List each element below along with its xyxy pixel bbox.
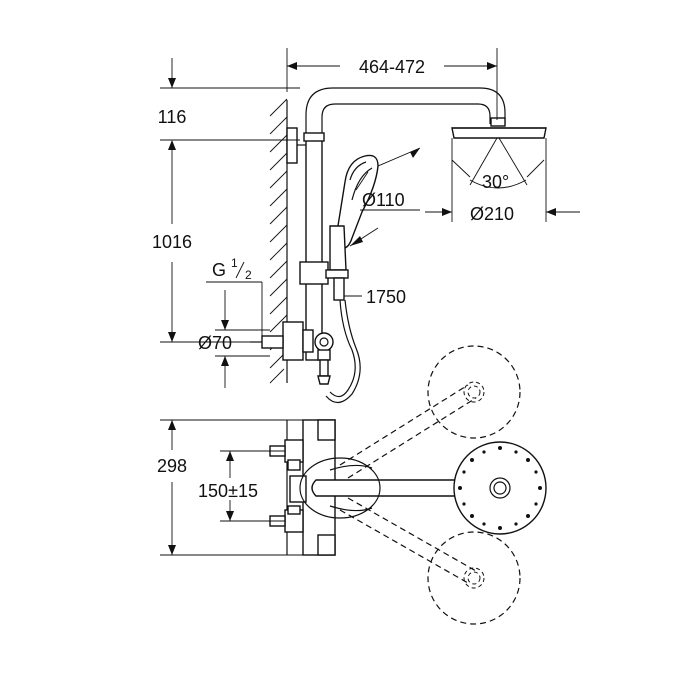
head-shower: [451, 117, 547, 139]
shower-system-side-view: [250, 87, 547, 404]
dimension-464-472: 464-472: [286, 48, 498, 120]
shower-system-top-view: [160, 345, 547, 625]
thermostat-mixer: [250, 321, 334, 385]
thread-label: G 1 2: [206, 256, 263, 336]
dim-150-label: 150±15: [198, 481, 258, 501]
dim-116-label: 116: [158, 107, 187, 127]
dim-298-label: 298: [157, 456, 187, 476]
slider: [299, 261, 329, 285]
shower-arm: [305, 87, 506, 140]
hose: [329, 299, 356, 398]
dim-angle-30-label: 30°: [482, 172, 509, 192]
wall-hatching: [269, 98, 288, 384]
dim-1750-label: 1750: [366, 287, 406, 307]
dimension-diam-110: Ø110: [349, 147, 421, 247]
wall-bracket-top: [286, 127, 298, 164]
dimension-diam-70: Ø70: [198, 290, 270, 388]
head-shower-top: [453, 441, 547, 535]
dim-diam-210-label: Ø210: [470, 204, 514, 224]
swivel-positions: [339, 345, 521, 625]
dimension-hose-1750: 1750: [344, 287, 406, 307]
dim-diam-110-label: Ø110: [362, 190, 405, 210]
dimension-116: 116: [158, 58, 300, 150]
dim-diam-70-label: Ø70: [198, 333, 232, 353]
spray-angle: [451, 137, 545, 189]
dimension-1016: 1016: [152, 150, 262, 343]
thread-denominator: 2: [245, 268, 252, 282]
thread-numerator: 1: [231, 256, 238, 270]
dim-1016-label: 1016: [152, 232, 192, 252]
dimension-150: 150±15: [198, 450, 285, 522]
dimension-diam-210: Ø210: [425, 138, 580, 224]
thread-g: G: [212, 260, 226, 280]
riser-pipe: [305, 139, 323, 361]
spray-nozzles: [458, 446, 542, 530]
dim-464-472-label: 464-472: [359, 57, 425, 77]
arm-holder: [299, 457, 381, 519]
dimension-298: 298: [157, 420, 187, 555]
hand-shower: [329, 154, 379, 271]
